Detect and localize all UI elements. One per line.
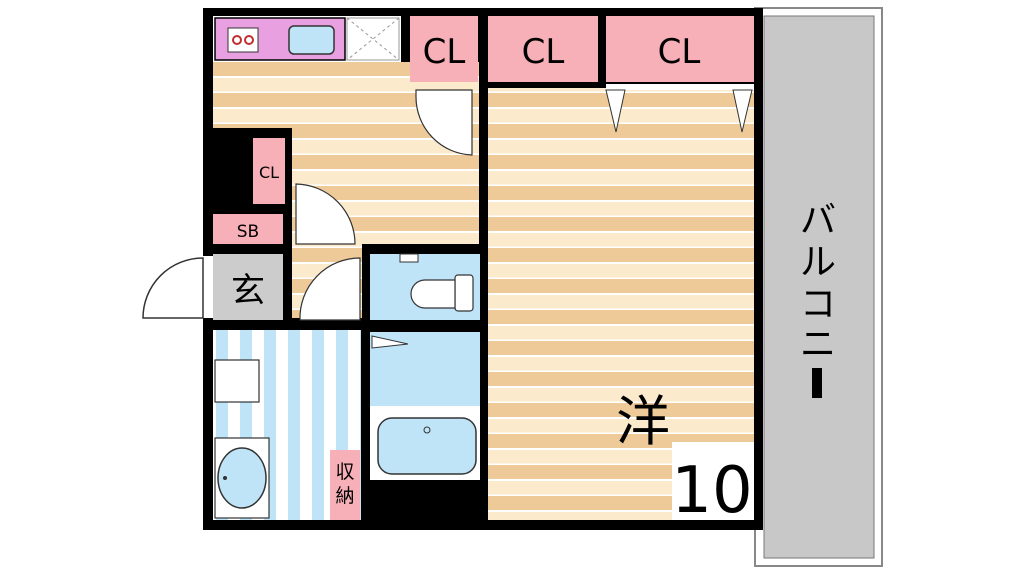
entrance-door-icon xyxy=(142,257,204,319)
balcony-label-5-text: ー xyxy=(818,395,819,397)
entrance: 玄 xyxy=(142,254,283,320)
door-swing-icon xyxy=(299,257,361,321)
bathtub-icon xyxy=(377,417,477,475)
closet-a: CL xyxy=(410,16,478,82)
western-room-label: 洋 xyxy=(616,390,670,453)
stove-burner-icon xyxy=(232,35,242,45)
closet-c-label: CL xyxy=(658,32,701,72)
sink-icon xyxy=(288,25,335,55)
storage-label-2: 納 xyxy=(335,485,354,507)
closet-c: CL xyxy=(606,16,754,82)
closet-b-label: CL xyxy=(522,32,565,72)
balcony-label-4: ニ xyxy=(800,324,836,365)
closet-small-label: CL xyxy=(259,163,279,182)
balcony-label-1: バ xyxy=(800,200,836,241)
closet-b: CL xyxy=(488,16,598,82)
storage-label-1: 収 xyxy=(335,461,354,483)
balcony-label-5 xyxy=(812,368,822,398)
room-size-label: 10 xyxy=(671,454,752,528)
closet-doors xyxy=(605,84,754,133)
kitchen-counter xyxy=(213,16,401,62)
room-size-box xyxy=(672,442,754,520)
washing-machine-icon xyxy=(214,359,260,403)
shoe-box: SB xyxy=(213,214,283,244)
balcony-label-3: コ xyxy=(800,284,836,325)
toilet-room xyxy=(370,253,480,320)
toilet-tank-icon xyxy=(454,274,474,312)
stove-burner-icon xyxy=(244,35,254,45)
bathroom xyxy=(370,332,480,480)
toilet-icon xyxy=(410,279,456,309)
balcony xyxy=(754,7,883,567)
entrance-label: 玄 xyxy=(231,271,265,311)
door-swing-icon xyxy=(415,89,473,156)
balcony-label-2: ル xyxy=(800,242,836,283)
closet-small: CL xyxy=(253,138,285,204)
shoe-box-label: SB xyxy=(237,222,259,242)
washbasin-icon xyxy=(217,447,267,509)
closet-a-label: CL xyxy=(423,32,466,72)
door-swing-icon xyxy=(295,183,356,245)
washroom xyxy=(213,330,361,520)
storage: 収 納 xyxy=(330,450,360,520)
wall-block xyxy=(213,128,253,208)
